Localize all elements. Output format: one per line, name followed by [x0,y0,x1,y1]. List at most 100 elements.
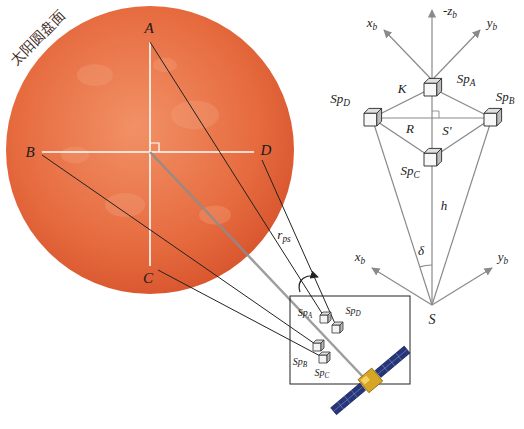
symbol-main: y [487,15,493,30]
ray-line [262,160,337,328]
axis-arrow [432,30,480,80]
point-label: K [398,82,407,95]
body-highlight [361,375,370,384]
distance-label: rps [277,228,290,244]
sensor-icon [320,312,331,323]
cube-face [321,340,324,351]
symbol-main: Sp [330,91,343,106]
solar-panel [375,346,410,377]
satellite-body [358,368,383,393]
cube-face [484,113,497,126]
axis-label: -zb [443,4,457,20]
sensor-icon [424,78,442,96]
surface-texture [171,101,219,130]
symbol-subscript: ps [282,234,290,244]
point-label: B [25,145,34,160]
symbol-subscript: b [504,256,509,266]
sensor-ray [432,118,492,305]
symbol-subscript: b [452,10,457,20]
cube-face [437,148,442,166]
cube-face [328,312,331,323]
symbol-main: r [277,227,282,242]
cube-face [377,108,382,126]
cube-face [364,113,377,126]
axis-label: yb [498,250,508,266]
symbol-subscript: D [343,98,350,108]
symbol-subscript: b [361,256,366,266]
ray-line [150,42,325,318]
point-label: D [261,143,272,158]
axis-label: xb [355,250,365,266]
sensor-label: SpC [315,368,330,380]
cube-face [319,355,327,363]
satellite-icon [328,343,412,418]
axis-arrow [372,268,432,305]
sensor-label: SpC [400,164,419,180]
symbol-subscript: C [413,170,419,180]
cube-face [497,108,502,126]
symbol-main: x [355,249,361,264]
symbol-main: Sp [457,71,470,86]
cube-face [424,153,437,166]
point-label: C [143,271,153,286]
point-label: S' [442,124,451,137]
symbol-main: Sp [298,307,308,318]
inset-geometry [372,10,492,305]
sensor-label: SpD [330,92,350,108]
symbol-main: Sp [496,89,509,104]
symbol-main: Sp [345,305,355,316]
angle-arc [420,265,432,267]
cube-face [313,343,321,351]
symbol-main: Sp [293,356,303,367]
cube-face [327,352,330,363]
axis-arrow [384,30,432,80]
symbol-subscript: b [493,22,498,32]
surface-texture [61,147,89,164]
inset-frame [290,296,410,384]
symbol-main: Sp [400,163,413,178]
pointer-arrow [299,276,318,292]
cube-face [320,315,328,323]
ray-line [158,270,324,358]
sensor-diamond [372,88,492,158]
diagonal-line [372,117,492,118]
sight-line [150,152,366,380]
cube-face [437,78,442,96]
angle-label: δ [418,244,424,257]
disk-chord [42,151,254,153]
symbol-main: Sp [315,367,325,378]
cube-face [332,325,340,333]
surface-texture [105,193,145,217]
symbol-subscript: b [373,22,378,32]
symbol-subscript: A [470,78,476,88]
surface-texture [77,64,113,86]
cube-face [424,83,437,96]
symbol-main: x [367,15,373,30]
sensor-label: SpD [345,306,360,318]
panel-grid [375,346,410,377]
ray-line [42,155,318,346]
sensor-icon [332,322,343,333]
symbol-main: y [498,249,504,264]
point-label: S [429,313,436,327]
sensor-icon [319,352,330,363]
height-label: h [441,199,448,212]
sensor-label: SpA [457,72,476,88]
symbol-main: -z [443,3,452,18]
sensor-label: SpB [293,357,307,369]
sensor-label: SpB [496,90,515,106]
panel-grid [331,383,366,414]
point-label: A [144,21,153,36]
symbol-subscript: B [509,96,515,106]
symbol-subscript: B [303,361,307,369]
right-angle-mark [432,111,439,118]
right-angle-mark [150,143,159,152]
symbol-subscript: C [325,372,330,380]
sensor-ray [372,118,432,305]
radius-label: R [406,122,414,135]
axis-label: yb [487,16,497,32]
